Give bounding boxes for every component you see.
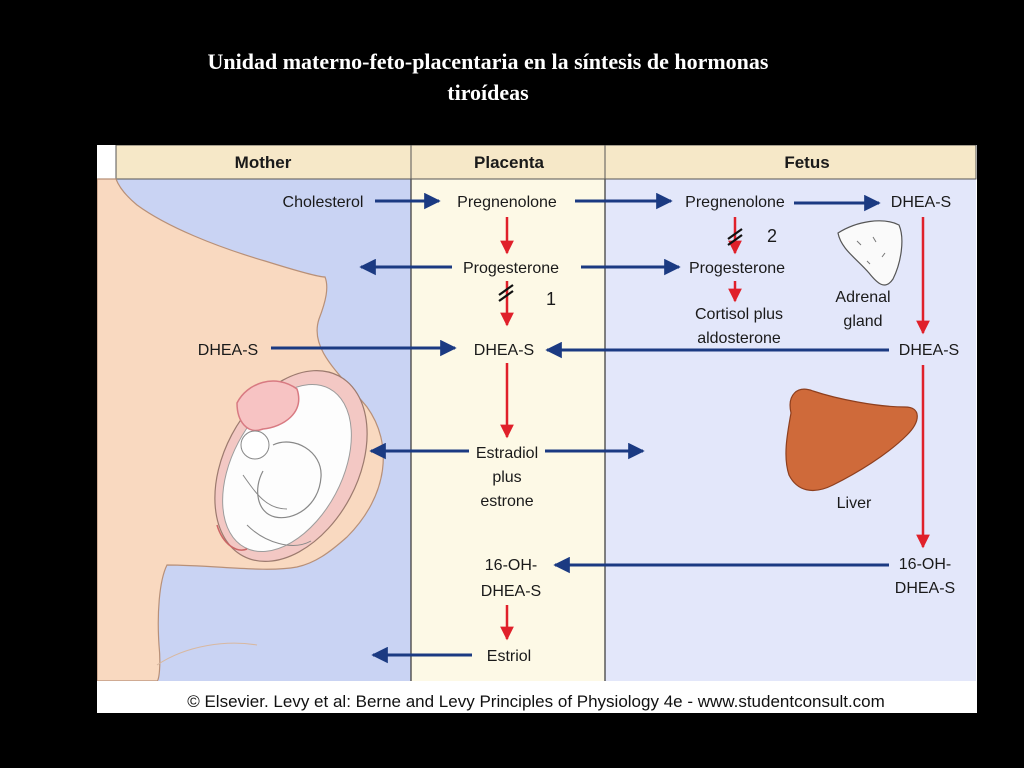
label-placenta-16oh-line2: DHEA-S bbox=[481, 583, 541, 600]
header-row bbox=[115, 145, 977, 180]
label-cortisol-line2: aldosterone bbox=[697, 330, 781, 347]
block-mark-2 bbox=[727, 228, 743, 240]
liver-icon bbox=[785, 388, 918, 492]
label-liver: Liver bbox=[837, 495, 872, 512]
block-number-1: 1 bbox=[546, 289, 556, 309]
label-estradiol-line3: estrone bbox=[480, 493, 533, 510]
label-fetus-16oh-line1: 16-OH- bbox=[899, 556, 951, 573]
label-fetus-dheas-mid: DHEA-S bbox=[899, 342, 959, 359]
caption-strip bbox=[97, 681, 977, 713]
label-fetus-16oh-line2: DHEA-S bbox=[895, 580, 955, 597]
label-fetus-dheas-top: DHEA-S bbox=[891, 194, 951, 211]
label-estradiol-line1: Estradiol bbox=[476, 445, 538, 462]
block-mark-1 bbox=[498, 284, 514, 296]
label-placenta-dheas: DHEA-S bbox=[474, 342, 534, 359]
header-mother: Mother bbox=[235, 153, 292, 172]
label-cortisol-line1: Cortisol plus bbox=[695, 306, 783, 323]
slide-title-line1: Unidad materno-feto-placentaria en la sí… bbox=[207, 49, 769, 74]
header-fetus: Fetus bbox=[784, 153, 829, 172]
label-estradiol-line2: plus bbox=[492, 469, 521, 486]
label-fetus-pregnenolone: Pregnenolone bbox=[685, 194, 785, 211]
slide-title: Unidad materno-feto-placentaria en la sí… bbox=[150, 46, 826, 108]
copyright-caption: © Elsevier. Levy et al: Berne and Levy P… bbox=[187, 692, 885, 711]
block-number-2: 2 bbox=[767, 226, 777, 246]
label-placenta-progesterone: Progesterone bbox=[463, 260, 559, 277]
label-placenta-16oh-line1: 16-OH- bbox=[485, 557, 537, 574]
label-adrenal-line2: gland bbox=[843, 313, 882, 330]
header-placenta: Placenta bbox=[474, 153, 544, 172]
label-adrenal-line1: Adrenal bbox=[835, 289, 890, 306]
placenta-hormone-diagram: Mother Placenta Fetus bbox=[97, 145, 977, 713]
label-mother-dheas: DHEA-S bbox=[198, 342, 258, 359]
label-placenta-pregnenolone: Pregnenolone bbox=[457, 194, 557, 211]
fetus-in-uterus bbox=[214, 370, 368, 562]
adrenal-gland-icon bbox=[837, 220, 903, 286]
label-fetus-progesterone: Progesterone bbox=[689, 260, 785, 277]
label-estriol: Estriol bbox=[487, 648, 531, 665]
label-cholesterol: Cholesterol bbox=[283, 194, 364, 211]
slide-title-line2: tiroídeas bbox=[447, 80, 529, 105]
